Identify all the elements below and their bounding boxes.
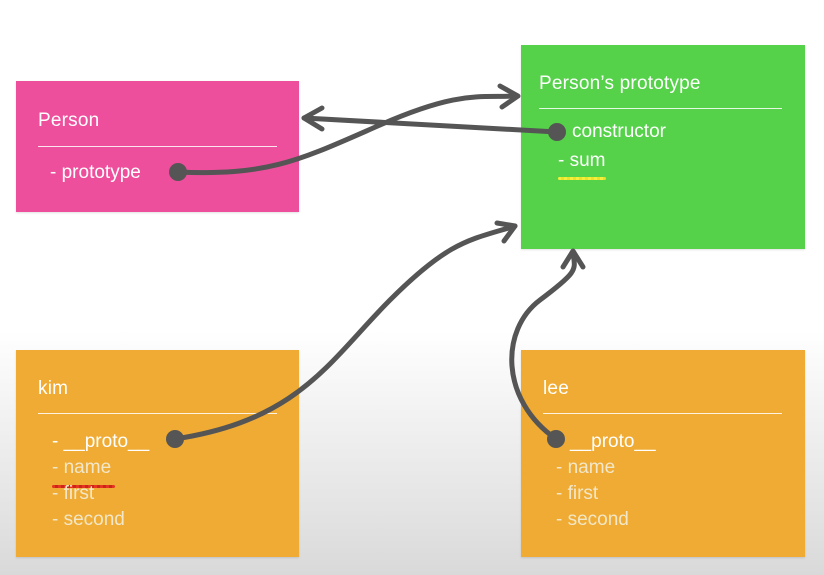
arrowhead-prototype-from-lee <box>560 248 586 270</box>
lee-first-item: - first <box>556 483 599 504</box>
kim-divider <box>38 413 277 414</box>
arrowhead-person <box>301 105 325 132</box>
kim-second-item: - second <box>52 509 125 530</box>
lee-second-item: - second <box>556 509 629 530</box>
prototype-divider <box>539 108 782 109</box>
prototype-constructor-item: constructor <box>572 121 666 142</box>
kim-title: kim <box>38 378 69 399</box>
arrow-constructor-to-person <box>301 115 560 135</box>
person-box: Person - prototype <box>16 81 299 212</box>
prototype-title: Person’s prototype <box>539 73 701 94</box>
lee-box: lee __proto__ - name - first - second <box>521 350 805 557</box>
arrowhead-prototype-top <box>497 83 521 110</box>
lee-title: lee <box>543 378 569 399</box>
person-prototype-item: - prototype <box>50 162 141 183</box>
kim-name-item: - name <box>52 457 116 488</box>
kim-proto-item: - __proto__ <box>52 431 150 452</box>
lee-divider <box>543 413 782 414</box>
prototype-sum-item: - sum <box>558 150 606 180</box>
person-divider <box>38 146 277 147</box>
person-title: Person <box>38 110 100 131</box>
lee-proto-item: __proto__ <box>570 431 656 452</box>
kim-box: kim - __proto__ - name - first - second <box>16 350 299 557</box>
kim-first-item: - first <box>52 483 95 504</box>
sum-highlight <box>558 177 606 180</box>
persons-prototype-box: Person’s prototype constructor - sum <box>521 45 805 249</box>
name-highlight <box>52 485 116 488</box>
arrowhead-prototype-from-kim <box>494 220 518 244</box>
lee-name-item: - name <box>556 457 616 478</box>
